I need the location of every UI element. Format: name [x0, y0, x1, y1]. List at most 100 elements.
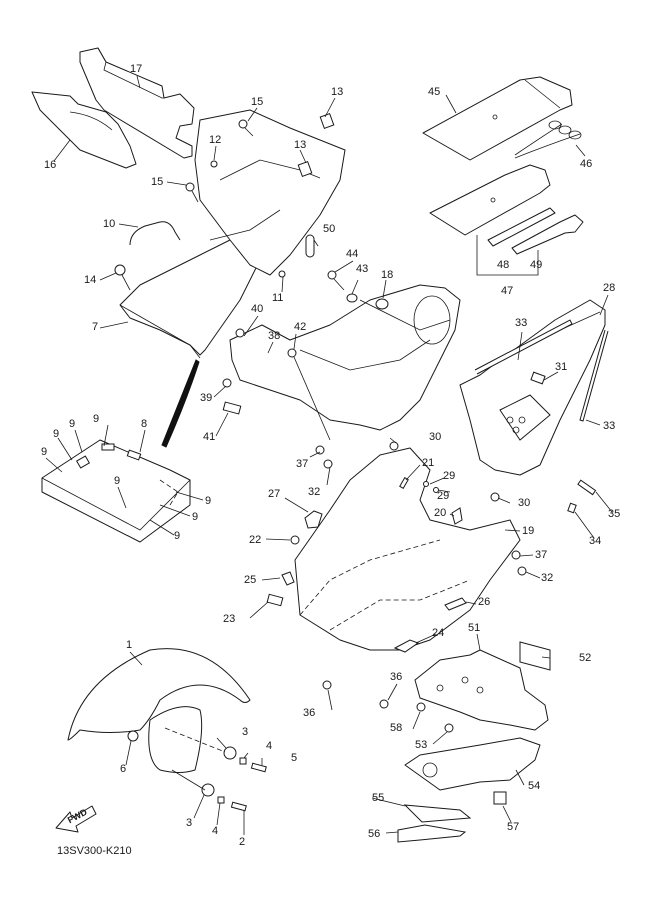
part-20-bracket	[451, 507, 463, 525]
part-53-58-fasteners	[416, 702, 454, 733]
callout-39: 39	[200, 392, 213, 404]
fwd-arrow-icon	[55, 805, 97, 833]
callout-9-c: 9	[53, 428, 60, 440]
part-7-rear-fender	[119, 109, 346, 359]
callout-50: 50	[323, 223, 336, 235]
callout-28: 28	[603, 282, 616, 294]
callout-32-left: 32	[308, 486, 321, 498]
part-38-frame-bracket	[229, 284, 461, 431]
part-46-cable	[514, 120, 582, 159]
callout-46: 46	[580, 158, 593, 170]
callout-19: 19	[522, 525, 535, 537]
leader-lines	[45, 75, 613, 835]
reference-code: 13SV300-K210	[57, 845, 132, 857]
callout-26: 26	[478, 596, 491, 608]
callout-29-upper: 29	[443, 470, 456, 482]
callout-37-right: 37	[535, 549, 548, 561]
callout-22: 22	[249, 534, 262, 546]
callout-31: 31	[555, 361, 568, 373]
part-28-rear-cowl	[459, 299, 606, 476]
callout-40: 40	[251, 303, 264, 315]
callout-43: 43	[356, 263, 369, 275]
part-1-front-fender	[67, 648, 251, 773]
callout-20: 20	[434, 507, 447, 519]
part-15-bolt-upper	[238, 119, 254, 137]
callout-33-lower: 33	[603, 420, 616, 432]
callout-9-f: 9	[205, 495, 212, 507]
part-51-plate-bracket	[414, 649, 549, 731]
callout-9-a: 9	[93, 413, 100, 425]
callout-9-b: 9	[69, 418, 76, 430]
callout-7: 7	[92, 321, 99, 333]
callout-51: 51	[468, 622, 481, 634]
callout-10: 10	[103, 218, 116, 230]
callout-38: 38	[268, 330, 281, 342]
part-45-cover	[422, 76, 573, 161]
callout-12: 12	[209, 134, 222, 146]
callout-45: 45	[428, 86, 441, 98]
indicator-arc	[161, 359, 200, 448]
callout-9-e: 9	[114, 475, 121, 487]
part-33-trims	[474, 319, 609, 422]
callout-8: 8	[141, 418, 148, 430]
part-31-pad	[530, 371, 546, 385]
callout-11: 11	[272, 292, 284, 304]
part-55-56-stays	[397, 804, 472, 843]
kit-bracket-line	[476, 235, 539, 276]
callout-9-h: 9	[174, 530, 181, 542]
callout-3-lower: 3	[186, 817, 193, 829]
part-32-37-bolts	[315, 445, 527, 576]
callout-13-upper: 13	[331, 86, 344, 98]
part-8-9-fender-inset	[41, 439, 191, 543]
part-47-tool-kit	[429, 164, 551, 236]
callout-55: 55	[372, 792, 385, 804]
callout-6: 6	[120, 763, 127, 775]
part-11-nut	[278, 270, 286, 278]
callout-34: 34	[589, 535, 602, 547]
part-57-connector	[493, 791, 507, 805]
callout-54: 54	[528, 780, 541, 792]
part-52-reflector	[519, 641, 551, 671]
part-24-26-reflectors	[393, 597, 467, 653]
callout-29-lower: 29	[437, 490, 450, 502]
part-22-27-25-23	[266, 510, 323, 607]
callout-57: 57	[507, 821, 520, 833]
callout-18: 18	[381, 269, 394, 281]
callout-1: 1	[126, 639, 133, 651]
part-43-44-18	[327, 270, 389, 310]
hw-axis-line-lower	[171, 769, 206, 791]
callout-15-upper: 15	[251, 96, 264, 108]
callout-35: 35	[608, 508, 621, 520]
callout-4-upper: 4	[266, 740, 273, 752]
part-17-seat-pad	[79, 47, 195, 159]
part-39-42-bolts	[222, 348, 331, 441]
callout-42: 42	[294, 321, 307, 333]
hw-axis-line	[164, 727, 226, 753]
part-10-handle	[129, 221, 181, 246]
callout-15-lower: 15	[151, 176, 164, 188]
part-15-bolt-lower	[185, 182, 199, 203]
callout-58: 58	[390, 722, 403, 734]
callout-4-lower: 4	[212, 825, 219, 837]
part-49-spanner	[511, 214, 584, 255]
callout-52: 52	[579, 652, 592, 664]
callout-24: 24	[432, 627, 445, 639]
callout-36-right: 36	[390, 671, 403, 683]
part-54-plate	[404, 737, 541, 791]
callout-16: 16	[44, 159, 57, 171]
part-41-damper	[222, 401, 242, 415]
part-14-bolt	[114, 264, 131, 291]
part-12-plug	[210, 160, 218, 168]
callout-23: 23	[223, 613, 236, 625]
part-6-collar	[127, 730, 139, 742]
callout-17: 17	[130, 63, 143, 75]
callout-41: 41	[203, 431, 216, 443]
callout-21: 21	[422, 457, 435, 469]
part-36-clips	[322, 680, 389, 709]
callout-32-right: 32	[541, 572, 554, 584]
part-13-clips	[297, 113, 335, 177]
callout-37-left: 37	[296, 458, 309, 470]
callout-27: 27	[268, 488, 281, 500]
part-16-seat-plate	[31, 91, 137, 169]
